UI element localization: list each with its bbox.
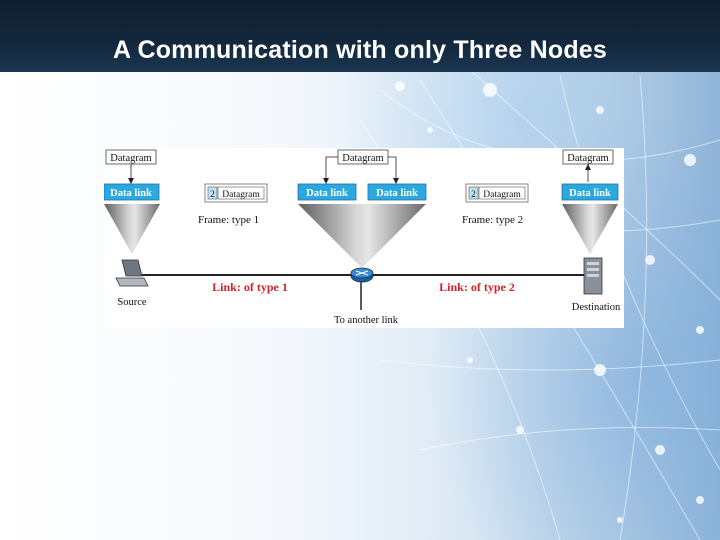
router-label: To another link: [334, 315, 399, 326]
frame1-header: 2: [210, 190, 215, 200]
frame1-datagram-box: [217, 186, 265, 200]
server-icon: [583, 257, 603, 295]
link1-label: Link: of type 1: [212, 280, 288, 294]
destination-data-link-box: [561, 183, 619, 201]
source-datagram-label: Datagram: [110, 153, 151, 164]
router-data-link-left-box: [297, 183, 357, 201]
source-data-link-box: [103, 183, 160, 201]
destination-node: Datagram Data link Destination: [561, 149, 621, 313]
link2-label: Link: of type 2: [439, 280, 515, 294]
source-label: Source: [117, 297, 146, 308]
frame2-header-box: [468, 186, 479, 200]
router-datagram-label: Datagram: [342, 153, 383, 164]
destination-cone: [562, 204, 618, 254]
destination-data-link-label: Data link: [569, 188, 611, 199]
destination-label: Destination: [572, 302, 621, 313]
frame2-datagram: Datagram: [483, 190, 521, 200]
slide-title: A Communication with only Three Nodes: [112, 36, 607, 64]
router-icon: [350, 267, 374, 283]
three-node-diagram: Datagram Data link Source 2 Datagram Fra…: [103, 148, 624, 328]
destination-datagram-label: Datagram: [567, 153, 608, 164]
laptop-icon: [115, 259, 149, 287]
source-data-link-label: Data link: [110, 188, 152, 199]
router-cone: [298, 204, 426, 268]
frame1-label: Frame: type 1: [198, 214, 259, 226]
frame1-header-box: [207, 186, 218, 200]
frame2-datagram-box: [478, 186, 526, 200]
router-data-link-left-label: Data link: [306, 188, 348, 199]
frame2-header: 2: [471, 190, 476, 200]
router-data-link-right-box: [367, 183, 427, 201]
frame-type2: 2 Datagram Frame: type 2: [462, 183, 529, 226]
frame2-label: Frame: type 2: [462, 214, 523, 226]
title-bar: [0, 0, 720, 72]
router-node: Datagram Data link Data link To another …: [297, 149, 427, 326]
source-cone: [104, 204, 160, 254]
frame1-datagram: Datagram: [222, 190, 260, 200]
frame-type1: 2 Datagram Frame: type 1: [198, 183, 268, 226]
router-data-link-right-label: Data link: [376, 188, 418, 199]
source-node: Datagram Data link Source: [103, 149, 160, 308]
